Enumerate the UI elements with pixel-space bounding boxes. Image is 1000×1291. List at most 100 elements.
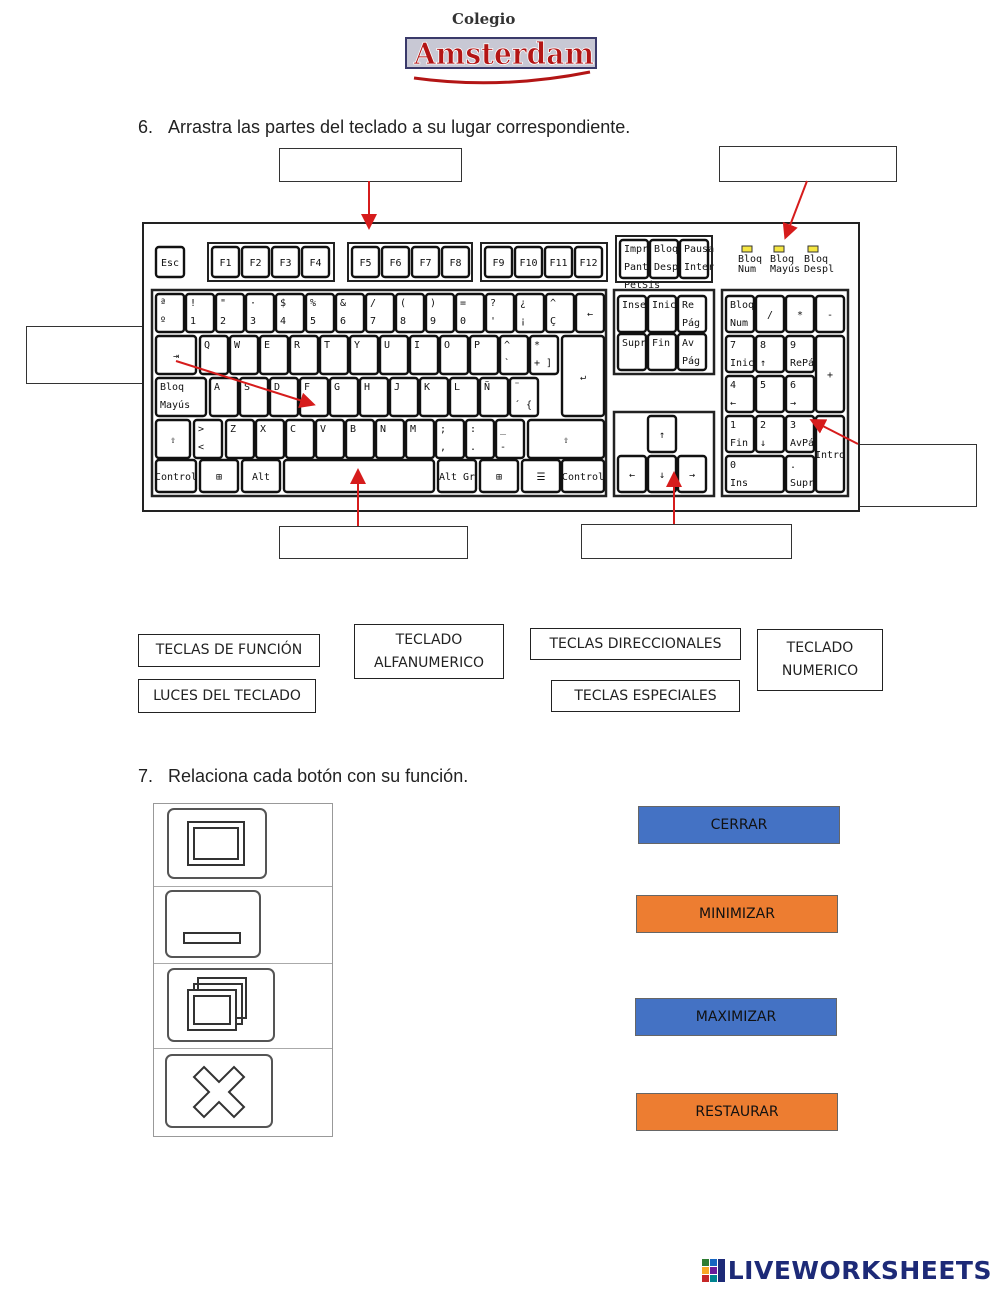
icon-cell[interactable] [154,887,332,964]
svg-text:Despl: Despl [654,262,684,273]
svg-text:Alt: Alt [252,472,270,483]
key-row1: ^Ç [544,292,576,334]
svg-text:Bloq: Bloq [730,300,754,311]
svg-text:⇧: ⇧ [170,435,176,446]
svg-text:☰: ☰ [537,472,546,483]
key-letter: E [258,334,290,376]
key-row1: ·3 [244,292,276,334]
icon-cell[interactable] [154,804,332,887]
key-f9: F9 [483,245,514,279]
key-row1: ªº [154,292,186,334]
key-enter: ↵ [560,334,606,418]
svg-text:!: ! [190,298,196,309]
svg-text:Esc: Esc [161,258,179,269]
key-row1: ?' [484,292,516,334]
drag-label-numeric-pad[interactable]: TECLADO NUMERICO [757,629,883,691]
icon-cell[interactable] [154,964,332,1049]
svg-text:G: G [334,382,340,393]
svg-text:⇧: ⇧ [563,435,569,446]
key-windows: ⊞ [198,458,240,494]
key-letter: A [208,376,240,418]
key-control-right: Control [560,458,606,494]
svg-text:*: * [534,340,540,351]
key-letter: V [314,418,346,460]
drag-label-keyboard-lights[interactable]: LUCES DEL TECLADO [138,679,316,713]
svg-text:Re: Re [682,300,694,311]
svg-text:F: F [304,382,310,393]
cerrar-button[interactable]: CERRAR [638,806,840,844]
minimizar-button[interactable]: MINIMIZAR [636,895,838,933]
svg-text:R: R [294,340,301,351]
restaurar-button[interactable]: RESTAURAR [636,1093,838,1131]
key-letter: K [418,376,450,418]
key-row1: (8 [394,292,426,334]
liveworksheets-brand: LIVEWORKSHEETS [701,1255,992,1285]
drag-label-arrow-keys[interactable]: TECLAS DIRECCIONALES [530,628,741,660]
svg-text:Mayús: Mayús [770,263,800,275]
svg-text:↑: ↑ [760,358,766,369]
fkey-group-frame [347,242,473,282]
fkey-group-frame [207,242,335,282]
svg-text:Alt Gr: Alt Gr [439,472,475,483]
svg-text:F9: F9 [492,258,504,269]
nav-key: RePág [676,294,708,334]
svg-text:Pant: Pant [624,262,648,273]
key-letter: W [228,334,260,376]
drop-target-keyboard-lights[interactable] [719,146,897,182]
key-letter: N [374,418,406,460]
svg-text:T: T [324,340,330,351]
key-f12: F12 [573,245,604,279]
svg-text:K: K [424,382,430,393]
svg-text:4: 4 [280,316,286,327]
drag-label-function-keys[interactable]: TECLAS DE FUNCIÓN [138,634,320,667]
svg-text:<: < [198,442,204,453]
svg-text:^: ^ [550,298,556,309]
svg-text::: : [470,424,476,435]
svg-text:Supr: Supr [790,478,814,489]
key-f4: F4 [300,245,331,279]
arrow-lights [782,180,808,240]
svg-text:RePág: RePág [790,357,820,369]
svg-text:2: 2 [760,420,766,431]
key-row1: )9 [424,292,456,334]
nav-key: Inicio [646,294,688,334]
drop-target-special-keys[interactable] [279,526,468,559]
svg-text:D: D [274,382,280,393]
svg-text:V: V [320,424,326,435]
key-letter: M [404,418,436,460]
svg-text:P: P [474,340,480,351]
drag-label-special-keys[interactable]: TECLAS ESPECIALES [551,680,740,712]
drop-target-arrow-keys[interactable] [581,524,792,559]
key-letter: U [378,334,410,376]
key-letter: J [388,376,420,418]
maximizar-button[interactable]: MAXIMIZAR [635,998,837,1036]
svg-text:Fin: Fin [652,338,670,349]
svg-text:Bloq: Bloq [654,244,678,255]
svg-text:F12: F12 [579,258,597,269]
svg-text:_: _ [500,424,507,435]
svg-text:9: 9 [790,340,796,351]
numpad-key: 8↑ [754,334,786,374]
svg-text:F7: F7 [419,258,431,269]
key-row4-sym: >< [192,418,224,460]
key-letter: H [358,376,390,418]
svg-text:Bloq: Bloq [770,254,794,265]
maximize-icon [167,808,267,879]
drag-label-alphanumeric[interactable]: TECLADO ALFANUMERICO [354,624,504,679]
key-arrow-left: ← [616,454,648,494]
icon-cell[interactable] [154,1049,332,1135]
svg-text:Ñ: Ñ [484,380,490,393]
svg-text:3: 3 [790,420,796,431]
drop-target-numeric-pad[interactable] [851,444,977,507]
key-row1: =0 [454,292,486,334]
svg-text:⊞: ⊞ [496,472,502,483]
drop-target-function-keys[interactable] [279,148,462,182]
svg-text:I: I [414,340,420,351]
svg-text:(: ( [400,298,406,309]
svg-text:Bloq: Bloq [738,254,762,265]
